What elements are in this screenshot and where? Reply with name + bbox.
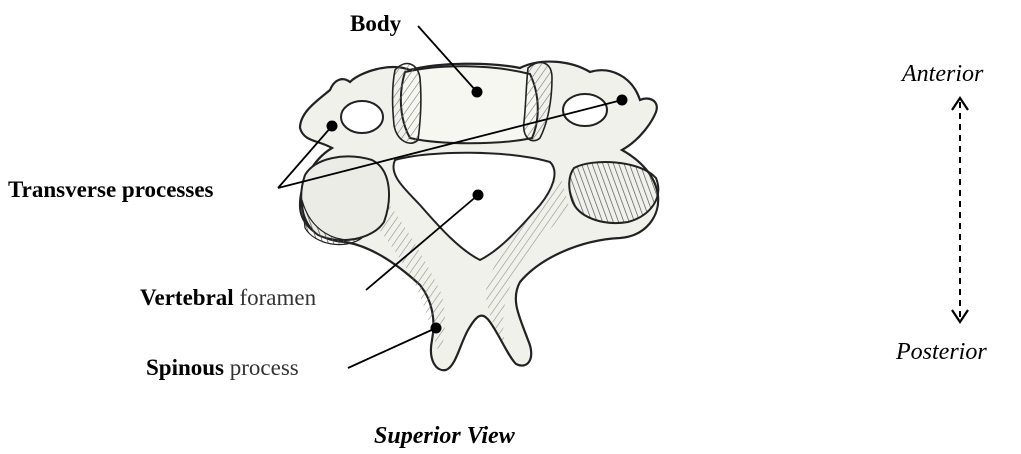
posterior-label: Posterior <box>896 340 987 364</box>
anterior-label: Anterior <box>902 62 983 86</box>
body-label: Body <box>350 12 401 35</box>
vertebral-foramen-label: Vertebral foramen <box>140 286 316 309</box>
right-articular-facet <box>569 162 658 223</box>
vertebral-label-bold: Vertebral <box>140 285 234 310</box>
spinous-leader <box>348 328 436 368</box>
foramen-label-rest: foramen <box>234 285 316 310</box>
spinous-process-label: Spinous process <box>146 356 299 379</box>
spinous-label-bold: Spinous <box>146 355 224 380</box>
transverse-processes-label: Transverse processes <box>8 178 213 201</box>
body-left-lip <box>393 64 421 144</box>
process-label-rest: process <box>224 355 299 380</box>
view-caption: Superior View <box>374 424 515 448</box>
left-transverse-foramen <box>341 101 383 133</box>
